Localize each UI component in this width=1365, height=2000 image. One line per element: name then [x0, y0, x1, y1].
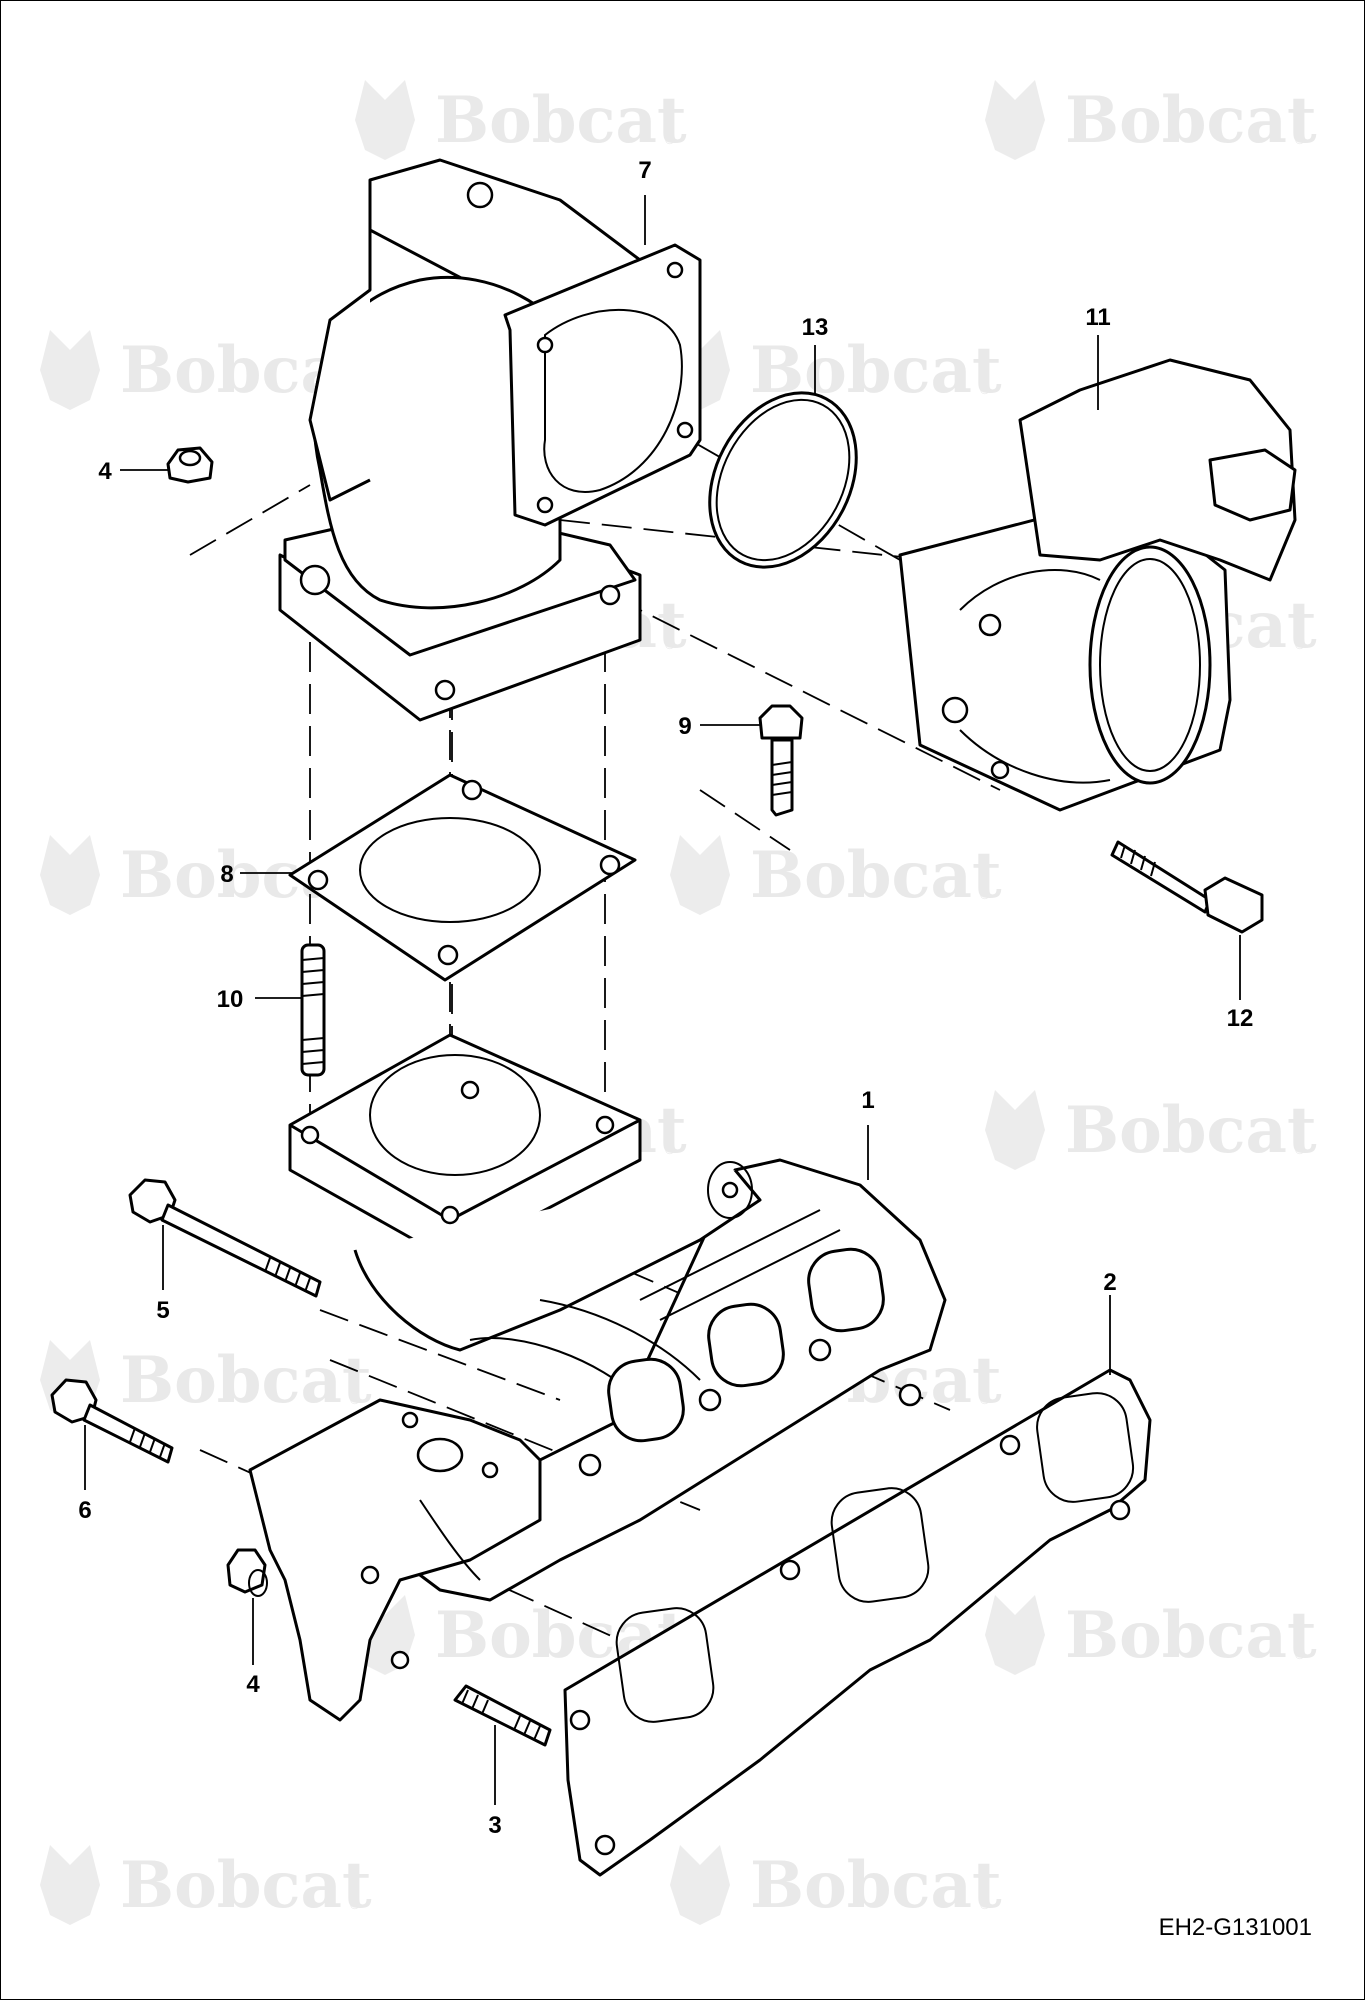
watermark-brand: Bobcat — [1065, 1093, 1317, 1168]
watermark-reg-mark: ® — [350, 1392, 360, 1407]
bobcat-logo-icon — [40, 330, 100, 410]
throttle-body-11 — [898, 358, 1297, 812]
callout-13: 13 — [802, 314, 829, 341]
callout-6: 6 — [78, 1497, 91, 1524]
stud-3 — [453, 1684, 552, 1747]
watermark-reg-mark: ® — [350, 1897, 360, 1912]
watermark-reg-mark: ® — [980, 382, 990, 397]
bobcat-watermark: Bobcat® — [670, 1845, 1002, 1925]
bobcat-logo-icon — [985, 1595, 1045, 1675]
bobcat-logo-icon — [985, 80, 1045, 160]
callout-2: 2 — [1103, 1269, 1116, 1296]
flange-bolt-9 — [758, 704, 804, 817]
adaptor-housing-7 — [278, 158, 702, 722]
callout-7: 7 — [638, 157, 651, 184]
watermark-reg-mark: ® — [980, 1897, 990, 1912]
o-ring-13 — [708, 391, 858, 569]
watermark-reg-mark: ® — [1295, 637, 1305, 652]
bolt-6 — [50, 1378, 174, 1464]
bobcat-logo-icon — [355, 80, 415, 160]
bobcat-logo-icon — [670, 835, 730, 915]
watermark-reg-mark: ® — [665, 637, 675, 652]
bobcat-watermark: Bobcat® — [985, 1595, 1317, 1675]
watermark-brand: Bobcat — [1065, 83, 1317, 158]
gasket-8 — [288, 773, 637, 982]
intake-manifold-1 — [248, 1033, 947, 1722]
flange-nut-4-top — [166, 446, 214, 484]
watermark-brand: Bobcat — [120, 1848, 372, 1923]
bobcat-watermark: Bobcat® — [670, 835, 1002, 915]
drawing-id: EH2-G131001 — [1159, 1914, 1312, 1941]
callout-11: 11 — [1085, 304, 1110, 331]
watermark-reg-mark: ® — [1295, 1647, 1305, 1662]
callout-8: 8 — [220, 861, 233, 888]
nut-4-bottom — [226, 1548, 268, 1597]
callout-1: 1 — [861, 1087, 874, 1114]
watermark-reg-mark: ® — [980, 887, 990, 902]
callout-5: 5 — [156, 1297, 169, 1324]
callout-9: 9 — [678, 713, 691, 740]
callout-labels: 7 13 11 4 9 8 10 12 1 2 5 6 4 3 — [78, 157, 1253, 1839]
watermark-brand: Bobcat — [750, 1848, 1002, 1923]
callout-leaders — [84, 195, 1241, 1805]
bobcat-watermark: Bobcat® — [40, 1845, 372, 1925]
watermark-reg-mark: ® — [665, 1142, 675, 1157]
bobcat-watermark: Bobcat® — [985, 80, 1317, 160]
callout-4-bottom: 4 — [246, 1671, 260, 1698]
watermark-reg-mark: ® — [665, 132, 675, 147]
watermark-reg-mark: ® — [1295, 132, 1305, 147]
watermark-brand: Bobcat — [750, 838, 1002, 913]
bobcat-watermark: Bobcat® — [670, 330, 1002, 410]
bolt-12 — [1110, 840, 1264, 934]
watermark-reg-mark: ® — [1295, 1142, 1305, 1157]
manifold-gasket-2 — [563, 1368, 1152, 1877]
bobcat-logo-icon — [985, 1090, 1045, 1170]
callout-12: 12 — [1227, 1005, 1254, 1032]
bobcat-watermark: Bobcat® — [355, 80, 687, 160]
callout-10: 10 — [217, 986, 244, 1013]
watermark-brand: Bobcat — [1065, 1598, 1317, 1673]
watermark-brand: Bobcat — [120, 1343, 372, 1418]
bobcat-logo-icon — [40, 1845, 100, 1925]
stud-10 — [300, 943, 326, 1077]
callout-3: 3 — [488, 1812, 501, 1839]
bobcat-watermark: Bobcat® — [40, 1340, 372, 1420]
watermark-reg-mark: ® — [980, 1392, 990, 1407]
callout-4-top: 4 — [98, 458, 112, 485]
bobcat-watermark: Bobcat® — [985, 1090, 1317, 1170]
bobcat-logo-icon — [670, 1845, 730, 1925]
bobcat-logo-icon — [40, 835, 100, 915]
bolt-5 — [128, 1178, 322, 1298]
watermark-brand: Bobcat — [435, 83, 687, 158]
